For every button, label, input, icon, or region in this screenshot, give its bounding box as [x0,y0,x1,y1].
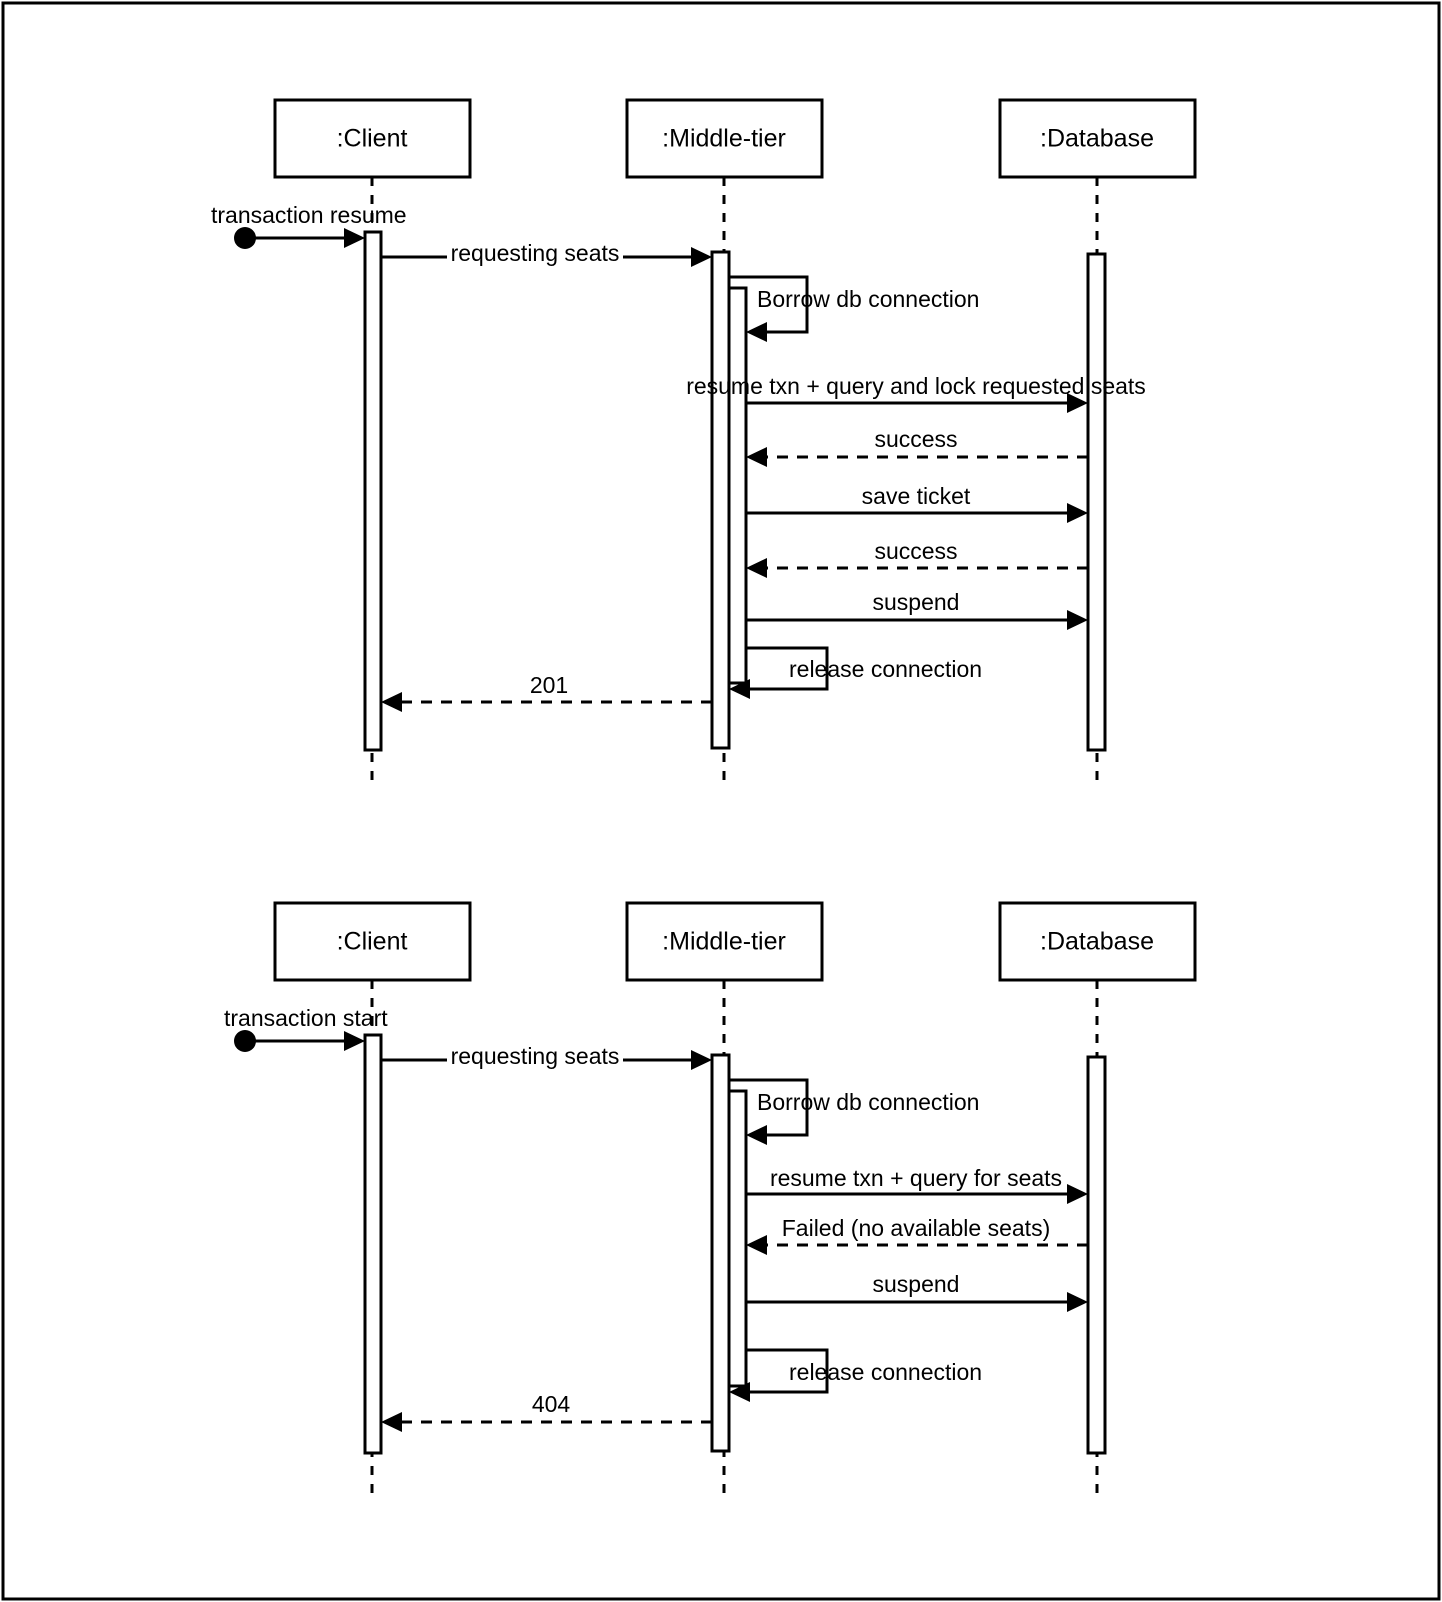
borrow-db-connection-line-d1 [729,275,809,334]
suspend-label-d2: suspend [873,1271,960,1297]
found-message-label-d1: transaction resume [211,202,407,228]
diagram-1: :Client :Middle-tier :Database transacti… [211,98,1197,785]
suspend-arrowhead-d2 [1067,1292,1088,1312]
activation-client-d2 [363,1033,383,1455]
success-1-arrowhead-d1 [746,447,767,467]
found-message-arrowhead-d1 [344,228,365,248]
participant-client-d2[interactable]: :Client [273,901,472,982]
requesting-seats-label-d1: requesting seats [451,240,620,266]
success-2-arrowhead-d1 [746,558,767,578]
participant-client-d1[interactable]: :Client [273,98,472,179]
resume-txn-query-seats-arrowhead-d2 [1067,1184,1088,1204]
success-1-label-d1: success [874,426,957,452]
release-connection-line-d2 [739,1348,829,1394]
save-ticket-label-d1: save ticket [862,483,971,509]
failed-no-seats-label-d2: Failed (no available seats) [782,1215,1050,1241]
activation-middle-tier-inner-d1 [727,286,748,685]
release-connection-arrowhead-d2 [729,1382,750,1402]
release-connection-line-d1 [739,646,829,691]
requesting-seats-arrowhead-d1 [691,247,712,267]
requesting-seats-arrowhead-d2 [691,1050,712,1070]
participant-middle-tier-d2[interactable]: :Middle-tier [625,901,824,982]
found-message-arrowhead-d2 [344,1031,365,1051]
participant-label: :Database [1040,125,1154,153]
requesting-seats-label-d2: requesting seats [451,1043,620,1069]
borrow-db-connection-label-d2: Borrow db connection [757,1089,979,1115]
participant-label: :Client [337,928,408,956]
participant-middle-tier-d1[interactable]: :Middle-tier [625,98,824,179]
response-404-label-d2: 404 [532,1391,571,1417]
requesting-seats-label-bg-d2 [447,1042,623,1070]
participant-label: :Client [337,125,408,153]
participant-label: :Database [1040,928,1154,956]
save-ticket-arrowhead-d1 [1067,503,1088,523]
participant-label: :Middle-tier [662,928,786,956]
borrow-db-connection-arrowhead-d1 [746,322,767,342]
borrow-db-connection-line-d2 [729,1078,809,1137]
participant-label: :Middle-tier [662,125,786,153]
activation-client-d1 [363,230,383,752]
borrow-db-connection-label-d1: Borrow db connection [757,286,979,312]
activation-database-d2 [1086,1055,1107,1455]
diagram-2: :Client :Middle-tier :Database transacti… [224,901,1197,1500]
activation-middle-tier-outer-d2 [710,1053,731,1453]
success-2-label-d1: success [874,538,957,564]
activation-database-d1 [1086,252,1107,752]
failed-no-seats-arrowhead-d2 [746,1235,767,1255]
suspend-label-d1: suspend [873,589,960,615]
found-message-label-d2: transaction start [224,1005,388,1031]
release-connection-label-d1: release connection [789,656,982,682]
release-connection-arrowhead-d1 [729,679,750,699]
participant-database-d2[interactable]: :Database [998,901,1197,982]
resume-txn-query-lock-label-d1: resume txn + query and lock requested se… [686,373,1146,399]
resume-txn-query-lock-arrowhead-d1 [1067,393,1088,413]
suspend-arrowhead-d1 [1067,610,1088,630]
response-201-arrowhead-d1 [381,692,402,712]
response-201-label-d1: 201 [530,672,568,698]
response-404-arrowhead-d2 [381,1412,402,1432]
borrow-db-connection-arrowhead-d2 [746,1125,767,1145]
participant-database-d1[interactable]: :Database [998,98,1197,179]
requesting-seats-label-bg-d1 [447,239,623,267]
activation-middle-tier-outer-d1 [710,250,731,750]
resume-txn-query-seats-label-d2: resume txn + query for seats [770,1165,1062,1191]
release-connection-label-d2: release connection [789,1359,982,1385]
activation-middle-tier-inner-d2 [727,1089,748,1388]
